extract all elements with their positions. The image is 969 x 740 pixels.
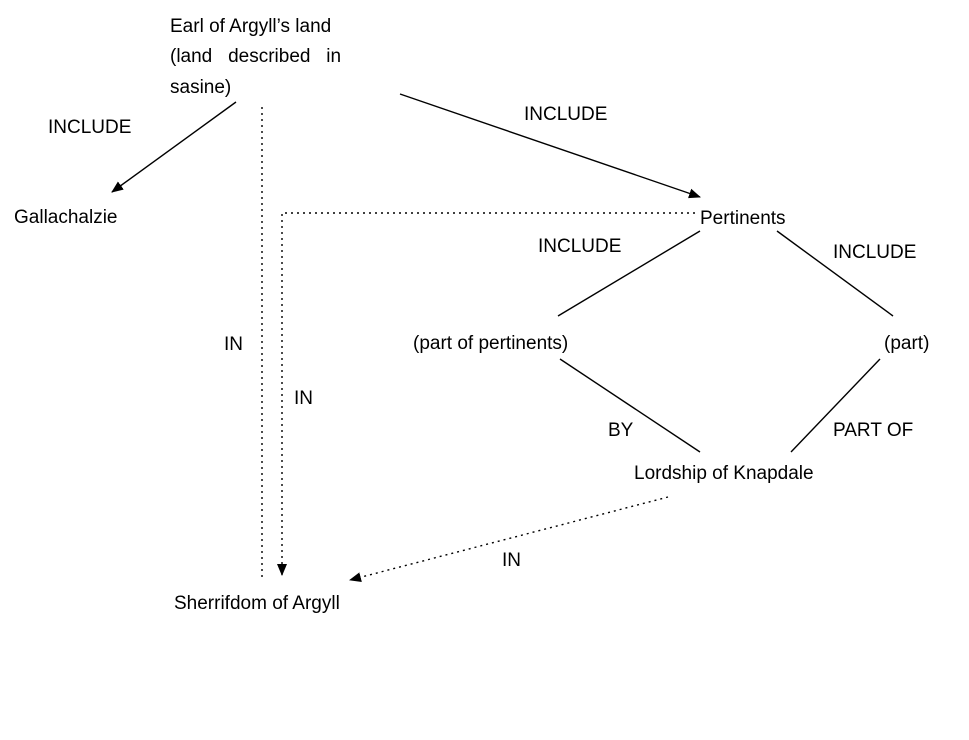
edge-label-in-mid: IN — [294, 388, 313, 409]
edge-by-knapdale — [559, 358, 701, 453]
edge-in-knapdale-sherrifdom — [349, 496, 669, 583]
edge-label-include-pertinents: INCLUDE — [524, 104, 608, 125]
edge-label-by: BY — [608, 420, 634, 441]
edge-label-in-bottom: IN — [502, 550, 521, 571]
node-part: (part) — [884, 333, 930, 354]
edge-label-include-gallachalzie: INCLUDE — [48, 117, 132, 138]
node-pertinents: Pertinents — [700, 208, 786, 229]
edge-include-pertinents — [399, 93, 701, 199]
edge-include-gallachalzie — [111, 101, 237, 193]
node-sherrifdom-of-argyll: Sherrifdom of Argyll — [174, 593, 340, 614]
edge-label-include-part: INCLUDE — [833, 242, 917, 263]
node-gallachalzie: Gallachalzie — [14, 207, 118, 228]
edge-include-part-of-pertinents — [557, 230, 701, 317]
edge-in-pertinents-sherrifdom — [277, 212, 695, 576]
edge-label-part-of: PART OF — [833, 420, 914, 441]
node-earl-of-argylls-land: Earl of Argyll’s land (land described in… — [170, 16, 342, 98]
edge-label-include-part-of-pertinents: INCLUDE — [538, 236, 622, 257]
edge-include-part — [776, 230, 894, 317]
node-part-of-pertinents: (part of pertinents) — [413, 333, 569, 354]
edge-part-of-knapdale — [790, 358, 881, 453]
edge-label-in-left: IN — [224, 334, 243, 355]
node-lordship-of-knapdale: Lordship of Knapdale — [634, 463, 814, 484]
